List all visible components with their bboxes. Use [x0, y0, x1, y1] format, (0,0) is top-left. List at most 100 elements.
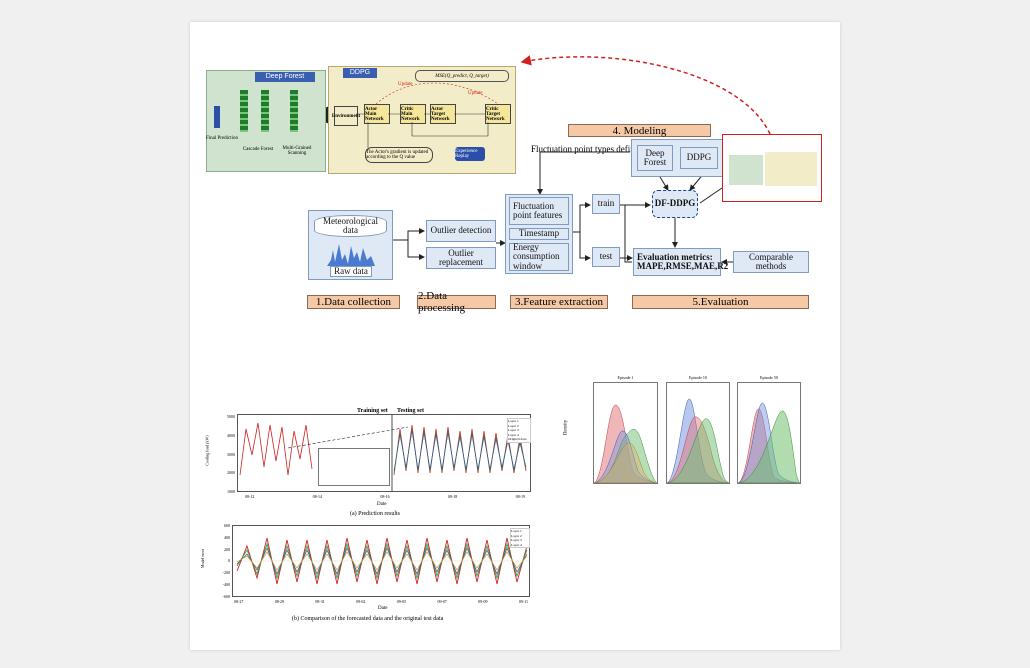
metrics-box: Evaluation metrics: MAPE,RMSE,MAE,R2	[633, 248, 728, 276]
deep-forest-title: Deep Forest	[255, 72, 315, 82]
ytick: 4000	[227, 432, 235, 438]
stage-modeling: 4. Modeling	[568, 124, 711, 137]
xtick: 09-05	[396, 599, 407, 604]
legend-layer-4: Layer 4	[511, 542, 522, 547]
stage-processing: 2.Data processing	[417, 290, 496, 314]
ytick: -600	[222, 593, 230, 599]
timestamp-box: Timestamp	[509, 228, 569, 240]
error-legend: Layer 1 Layer 2 Layer 3 Layer 4	[510, 528, 530, 548]
ytick: 0	[228, 558, 230, 564]
outlier-replacement-box: Outlier replacement	[426, 247, 496, 269]
critic-main-box: Critic Main Network	[400, 104, 426, 124]
prediction-training-series	[239, 422, 313, 476]
error-yticks: 600 400 200 0 -200 -400 -600	[214, 523, 230, 599]
ytick: 5000	[227, 414, 235, 419]
final-prediction-bar	[214, 106, 220, 128]
thumbnail-deep-forest	[729, 155, 763, 185]
environment-box: Environment	[332, 106, 360, 126]
prediction-lines	[239, 415, 527, 491]
xtick: 08-27	[234, 599, 244, 604]
density-panel-2-curves	[667, 398, 729, 483]
legend-layer-1: Layer 1	[508, 419, 519, 423]
xtick: 08-12	[245, 494, 255, 499]
ddpg-box: DDPG	[680, 147, 718, 169]
training-set-label: Training set	[357, 408, 388, 414]
xtick: 09-11	[518, 599, 528, 604]
critic-target-box: Critic Target Network	[485, 104, 511, 124]
stage-collection: 1.Data collection	[307, 295, 400, 309]
thumbnail-ddpg	[765, 152, 817, 186]
legend-layer-3: Layer 3	[511, 538, 522, 542]
outlier-detection-box: Outlier detection	[426, 220, 496, 242]
fluct-features-box: Fluctuation point features	[509, 197, 569, 225]
error-lines	[233, 537, 529, 585]
prediction-yticks: 5000 4000 3000 2000 1000	[221, 414, 235, 494]
prediction-inset	[318, 448, 390, 486]
error-caption: (b) Comparison of the forecasted data an…	[292, 616, 444, 622]
energy-window-box: Energy consumption window	[509, 242, 569, 271]
legend-original: Original data	[508, 437, 527, 441]
density-panel-3-curves	[738, 402, 800, 483]
ddpg-title: DDPG	[343, 68, 377, 78]
deep-forest-box: Deep Forest	[637, 145, 673, 171]
stage-features: 3.Feature extraction	[510, 295, 608, 309]
ytick: 1000	[227, 489, 235, 494]
update-label-1: Update	[398, 82, 413, 87]
xtick: 08-19	[515, 494, 525, 499]
density-ylabel: Density	[563, 419, 569, 436]
fluct-types-label: Fluctuation point types definition	[531, 144, 652, 154]
cascade-column-1	[240, 90, 248, 132]
legend-layer-2: Layer 2	[508, 423, 519, 428]
cascade-column-2	[261, 90, 269, 132]
density-panel-2-title: Episode 10	[689, 375, 707, 380]
xtick: 09-09	[478, 599, 488, 604]
ytick: -200	[222, 570, 230, 576]
xtick: 08-31	[315, 599, 325, 604]
raw-data-box: Raw data	[330, 266, 372, 277]
legend-layer-3: Layer 3	[508, 428, 519, 432]
test-box: test	[592, 247, 620, 267]
ytick: 2000	[227, 470, 235, 476]
multi-grained-label: Multi-Grained Scanning	[282, 146, 312, 156]
comparable-box: Comparable methods	[733, 251, 809, 273]
prediction-ylabel: Cooling load (kW)	[204, 435, 210, 466]
testing-set-label: Testing set	[397, 408, 424, 414]
prediction-xlabel: Date	[377, 502, 387, 507]
legend-layer-1: Layer 1	[511, 529, 522, 533]
experience-replay: Experience Replay	[455, 147, 485, 161]
legend-layer-2: Layer 2	[511, 533, 522, 538]
legend-layer-4: Layer 4	[508, 432, 519, 437]
density-panel-1-title: Episode 1	[617, 375, 634, 380]
error-series-orange	[236, 551, 528, 571]
scan-column	[290, 90, 298, 132]
xtick: 09-02	[356, 599, 366, 604]
ytick: -400	[222, 582, 230, 588]
prediction-xticks: 08-12 08-14 08-16 08-18 08-19	[245, 494, 525, 499]
ytick: 600	[224, 523, 230, 528]
cascade-forest-label: Cascade Forest	[242, 147, 274, 152]
ddpg-inner-lines	[356, 82, 499, 148]
ytick: 200	[224, 546, 230, 552]
prediction-legend: Layer 1 Layer 2 Layer 3 Layer 4 Original…	[507, 418, 531, 443]
xtick: 08-18	[447, 494, 458, 499]
mse-box: MSE(Q_predict, Q_target)	[415, 70, 509, 82]
xtick: 09-07	[437, 599, 447, 604]
ytick: 400	[224, 534, 230, 540]
train-box: train	[592, 194, 620, 214]
zoom-arrow	[287, 426, 409, 449]
dfddpg-box: DF-DDPG	[652, 190, 698, 218]
xtick: 08-16	[380, 494, 390, 499]
xtick: 08-14	[312, 494, 322, 499]
metrics-list: MAPE,RMSE,MAE,R2	[637, 261, 729, 271]
xtick: 08-29	[274, 599, 285, 604]
ytick: 3000	[227, 451, 235, 457]
final-prediction-label: Final Prediction	[205, 136, 239, 141]
error-ylabel: Model error	[200, 548, 206, 569]
stage-evaluation: 5.Evaluation	[632, 295, 809, 309]
raw-data-thumbnail	[327, 244, 375, 266]
error-xticks: 08-27 08-29 08-31 09-02 09-05 09-07 09-0…	[234, 599, 528, 604]
red-dashed-arrow	[520, 55, 771, 135]
gradient-note: The Actor's gradient is updated accordin…	[365, 147, 433, 163]
error-xlabel: Date	[378, 606, 388, 611]
meteorological-box: Meteorological data	[314, 215, 387, 237]
